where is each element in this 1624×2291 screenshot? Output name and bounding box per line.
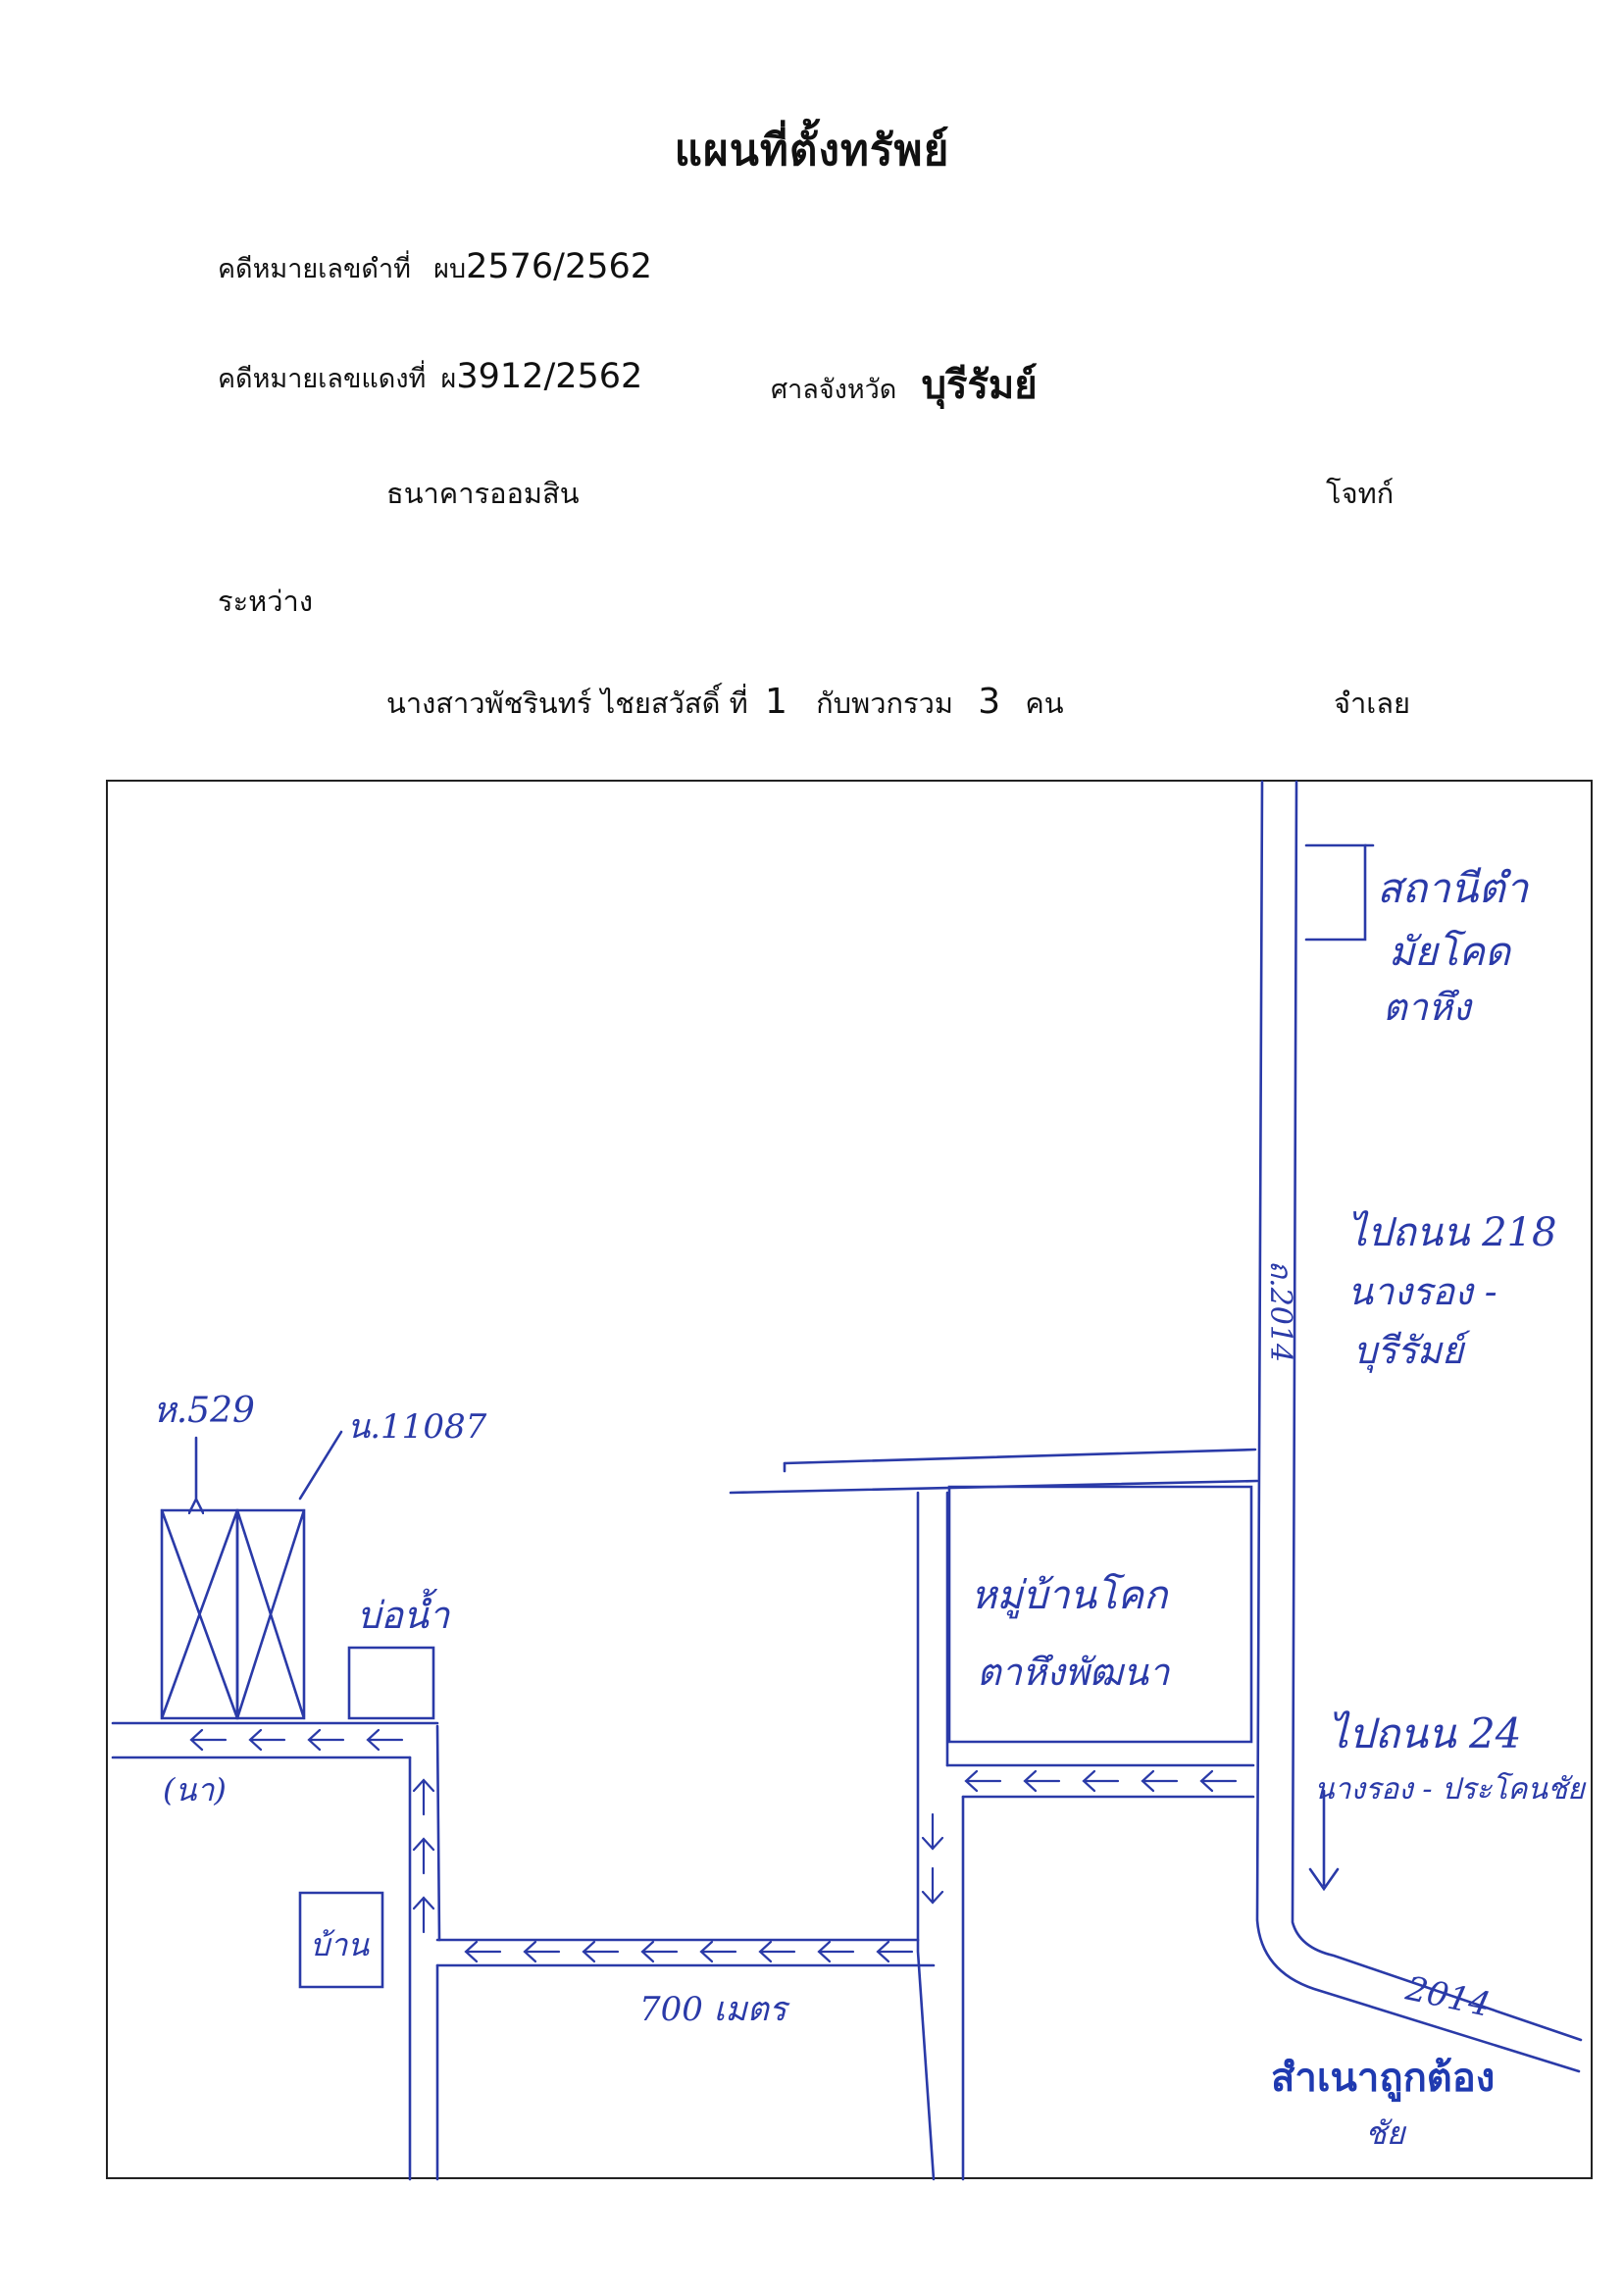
black-case-label: คดีหมายเลขดำที่ <box>218 254 411 284</box>
certified-copy-stamp: สำเนาถูกต้อง <box>1271 2056 1495 2102</box>
to-24-label-2: นางรอง - ประโคนชัย <box>1314 1771 1587 1807</box>
house-box <box>298 1891 384 1989</box>
branch-road-top-edge <box>783 1448 1257 1465</box>
to-218-label-3: บุรีรัมย์ <box>1353 1329 1471 1373</box>
police-station-label-2: มัยโคด <box>1389 929 1512 975</box>
to-218-label-2: นางรอง - <box>1347 1270 1497 1313</box>
distance-label: 700 เมตร <box>639 1990 790 2029</box>
police-station-label-3: ตาหึง <box>1383 986 1473 1029</box>
page-title: แผนที่ตั้งทรัพย์ <box>674 126 950 176</box>
defendant-line: นางสาวพัชรินทร์ ไชยสวัสดิ์ ที่ 1 กับพวกร… <box>386 681 1064 726</box>
to-218-label-1: ไปถนน 218 <box>1347 1210 1556 1255</box>
red-case-line: คดีหมายเลขแดงที่ ผ3912/2562 <box>218 357 642 399</box>
map-frame <box>106 780 1593 2179</box>
red-case-number: 3912/2562 <box>456 357 643 396</box>
black-case-number: 2576/2562 <box>466 247 653 286</box>
court-label: ศาลจังหวัด <box>771 375 897 405</box>
village-label-1: หมู่บ้านโคก <box>971 1572 1169 1619</box>
village-block <box>947 1485 1253 1744</box>
left-lane-right-edge <box>435 1724 441 2181</box>
deed-11087-label: น.11087 <box>347 1407 487 1447</box>
main-road-left-edge <box>1255 780 1581 2073</box>
defendant-role: จำเลย <box>1334 687 1410 720</box>
defendant-group-label: กับพวกรวม <box>816 687 954 720</box>
court-line: ศาลจังหวัด บุรีรัมย์ <box>771 353 1038 416</box>
defendant-name: นางสาวพัชรินทร์ ไชยสวัสดิ์ ที่ <box>386 687 748 720</box>
to-24-label-1: ไปถนน 24 <box>1328 1709 1521 1757</box>
right-lane-left-edge <box>916 1491 936 2181</box>
road-2014-diagonal-label: 2014 <box>1401 1968 1494 2024</box>
black-case-line: คดีหมายเลขดำที่ ผบ2576/2562 <box>218 247 652 289</box>
plaintiff-role: โจทก์ <box>1326 477 1395 510</box>
red-case-label: คดีหมายเลขแดงที่ <box>218 364 427 394</box>
well-box <box>347 1646 435 1720</box>
between-label: ระหว่าง <box>218 585 313 618</box>
right-lane-right-edge <box>945 1491 965 2181</box>
deed-529-label: ห.529 <box>153 1391 255 1431</box>
defendant-count: 3 <box>978 682 1001 722</box>
defendant-count-unit: คน <box>1025 687 1064 720</box>
plot-11087 <box>235 1508 306 1720</box>
field-label: (นา) <box>163 1771 227 1808</box>
court-name: บุรีรัมย์ <box>921 363 1038 408</box>
plaintiff-name: ธนาคารออมสิน <box>386 477 580 510</box>
defendant-index: 1 <box>764 682 787 722</box>
stamp-signature: ชัย <box>1365 2114 1407 2152</box>
village-label-2: ตาหึงพัฒนา <box>977 1651 1171 1694</box>
police-station-label-1: สถานีตำ <box>1377 864 1530 912</box>
black-case-prefix: ผบ <box>433 254 467 284</box>
red-case-prefix: ผ <box>440 364 457 394</box>
house-label: บ้าน <box>310 1926 370 1963</box>
police-station-box <box>1304 843 1367 942</box>
well-label: บ่อน้ำ <box>357 1588 451 1637</box>
main-road-right-edge <box>1291 780 1583 2042</box>
road-2014-vertical-label: ถ.2014 <box>1263 1260 1297 1362</box>
plot-529 <box>160 1508 239 1720</box>
